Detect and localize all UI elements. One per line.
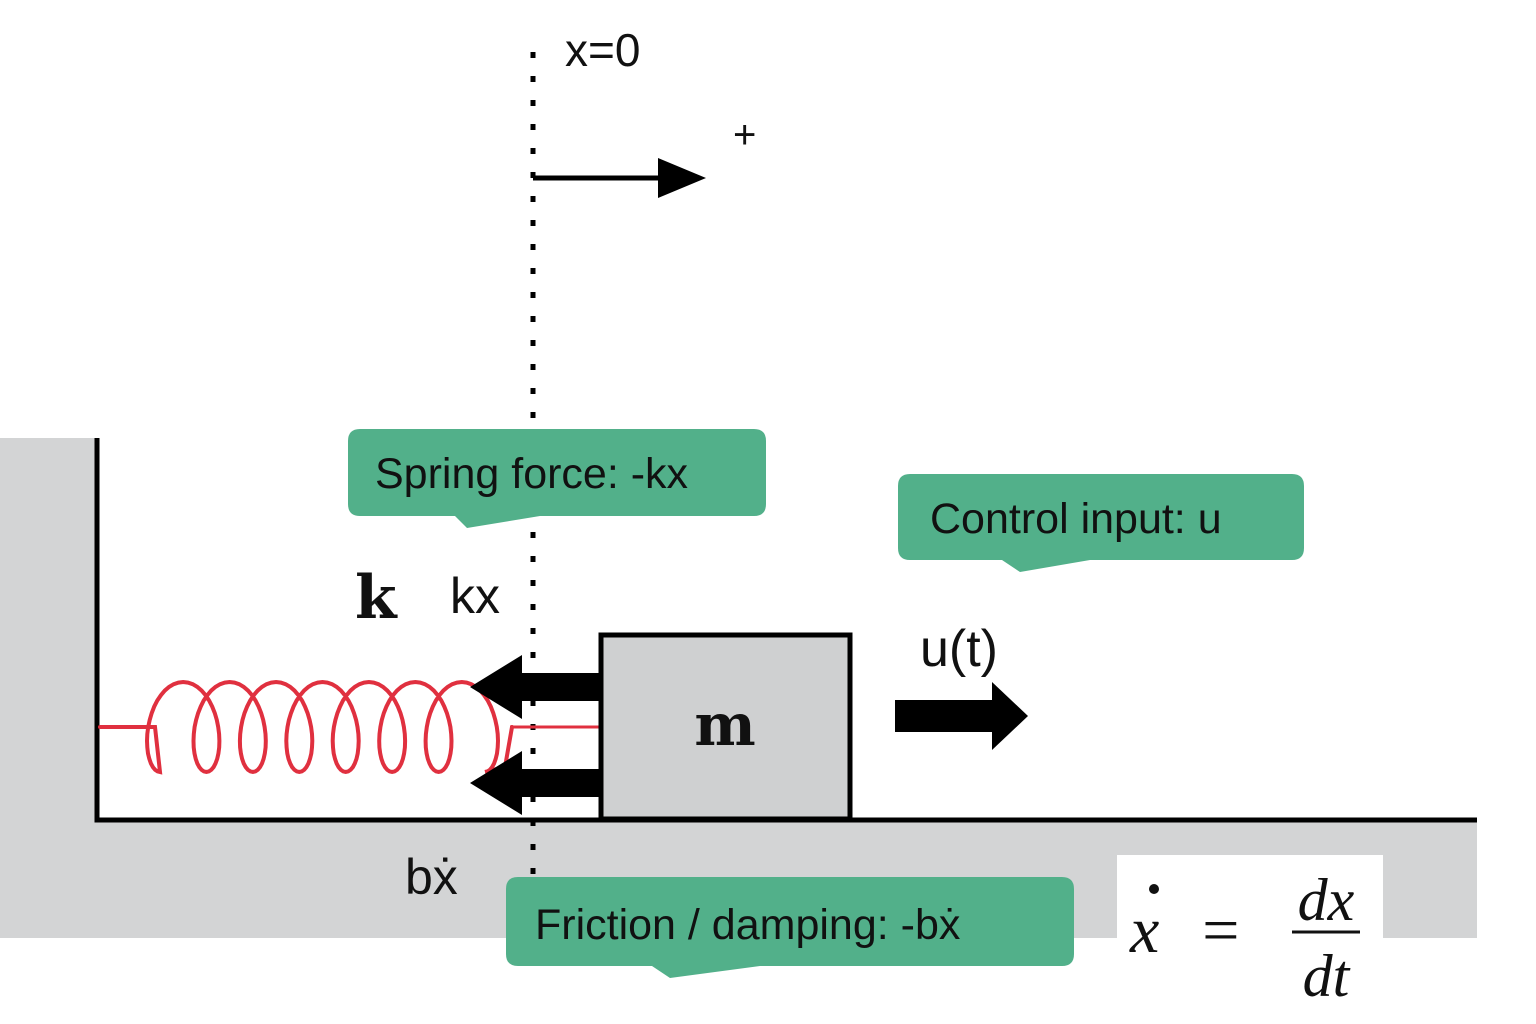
origin-label: x=0 xyxy=(565,24,640,76)
spring-force-label: kx xyxy=(450,568,500,624)
spring-force-arrow xyxy=(470,655,600,719)
positive-direction-arrow xyxy=(533,158,706,198)
mass-label: m xyxy=(694,691,755,759)
equation-lhs: x xyxy=(1129,894,1159,967)
damping-force-label: bẋ xyxy=(405,849,458,905)
mass-block xyxy=(598,632,853,822)
spring-force-callout-text: Spring force: -kx xyxy=(375,450,689,498)
spring-force-callout: Spring force: -kx xyxy=(348,429,766,528)
input-label: u(t) xyxy=(920,620,998,678)
velocity-equation: x = dx dt xyxy=(1117,855,1383,1024)
damping-force-arrow xyxy=(470,751,600,815)
control-input-callout-text: Control input: u xyxy=(930,495,1222,543)
positive-label: + xyxy=(733,113,756,157)
equation-equals: = xyxy=(1198,894,1243,967)
friction-callout: Friction / damping: -bẋ xyxy=(506,877,1074,978)
control-input-callout: Control input: u xyxy=(898,474,1304,572)
equation-dot xyxy=(1149,884,1159,894)
equation-box xyxy=(1117,855,1383,1024)
equation-denominator: dt xyxy=(1303,943,1351,1009)
equation-numerator: dx xyxy=(1298,867,1355,933)
friction-callout-text: Friction / damping: -bẋ xyxy=(535,901,961,949)
control-input-arrow xyxy=(895,682,1028,750)
wall-block xyxy=(0,438,97,938)
spring-coil xyxy=(98,679,514,775)
spring-constant-label: k xyxy=(355,563,398,633)
wall-floor-line xyxy=(94,438,1477,823)
